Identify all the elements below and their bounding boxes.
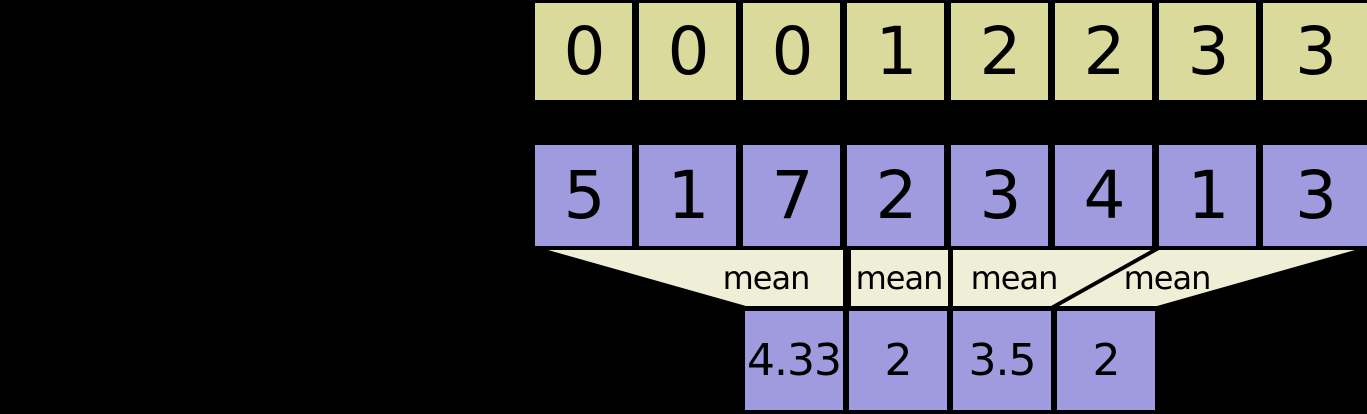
funnel-group-4: [1059, 250, 1355, 306]
output-cell: 2: [849, 311, 947, 410]
output-cell: 3.5: [953, 311, 1051, 410]
segment-id-cell: 0: [535, 3, 632, 100]
output-cell: 4.33: [745, 311, 843, 410]
data-cell: 2: [847, 145, 944, 246]
mean-label: mean: [1123, 259, 1212, 297]
segment-id-cell: 3: [1159, 3, 1256, 100]
mean-label: mean: [722, 259, 811, 297]
data-cell: 4: [1055, 145, 1152, 246]
segment-id-cell: 2: [1055, 3, 1152, 100]
segment-id-cell: 1: [847, 3, 944, 100]
segment-id-cell: 2: [951, 3, 1048, 100]
data-cell: 7: [743, 145, 840, 246]
data-cell: 1: [1159, 145, 1256, 246]
output-cell: 2: [1057, 311, 1155, 410]
mean-label: mean: [970, 259, 1059, 297]
segment-id-cell: 0: [743, 3, 840, 100]
data-cell: 3: [1263, 145, 1367, 246]
funnel-group-3: [953, 250, 1151, 306]
funnel-group-2: [851, 250, 948, 306]
funnel-group-1: [548, 250, 843, 306]
mean-label: mean: [855, 259, 944, 297]
segment-id-cell: 0: [639, 3, 736, 100]
data-cell: 3: [951, 145, 1048, 246]
data-cell: 5: [535, 145, 632, 246]
data-cell: 1: [639, 145, 736, 246]
segment-id-cell: 3: [1263, 3, 1367, 100]
